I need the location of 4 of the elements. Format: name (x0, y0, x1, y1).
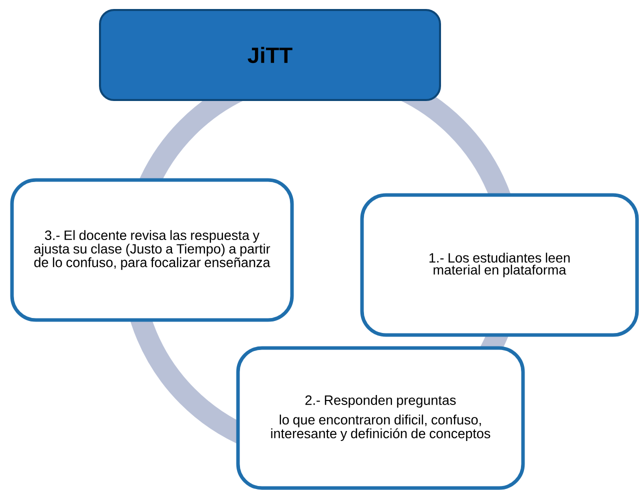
step-box: 1.- Los estudiantes leen material en plataforma (360, 193, 639, 337)
title-box: JiTT (99, 9, 441, 101)
step-box: 3.- El docente revisa las respuesta y ajusta su clase (Justo a Tiempo) a partir de lo confuso, para focalizar enseñanza (10, 178, 294, 322)
step-box: 2.- Responden preguntas lo que encontraron dificil, confuso, interesante y definición de conceptos (236, 346, 525, 490)
